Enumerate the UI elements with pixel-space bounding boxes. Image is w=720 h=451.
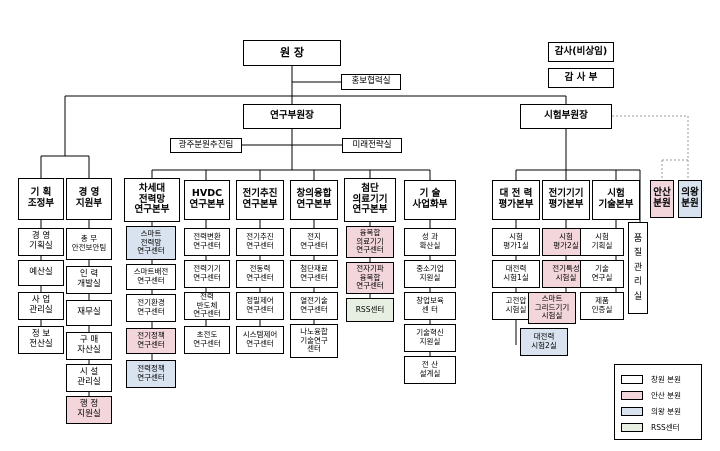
pr-office-box: 홍보협력실 bbox=[341, 74, 401, 90]
unit-management-5: 시 설 관리실 bbox=[66, 364, 112, 392]
legend-rss: RSS센터 bbox=[621, 421, 680, 433]
unit-next-gen-5: 전력정책 연구센터 bbox=[126, 360, 176, 388]
unit-planning-3: 사 업 관리실 bbox=[18, 292, 64, 320]
division-medical: 첨단 의료기기 연구본부 bbox=[344, 178, 396, 222]
division-management: 경 영 지원부 bbox=[66, 178, 112, 220]
president-box: 원 장 bbox=[243, 40, 341, 66]
unit-device-test-3: 스마트 그리드기기 시험실 bbox=[528, 292, 576, 324]
future-strategy-box: 미래전략실 bbox=[342, 138, 402, 153]
branch-ansan: 안산 분원 bbox=[650, 180, 674, 218]
unit-hvdc-3: 전력 반도체 연구센터 bbox=[184, 292, 230, 320]
legend-uiwang-label: 의왕 분원 bbox=[651, 406, 681, 416]
unit-medical-rss: RSS센터 bbox=[346, 298, 394, 322]
unit-tech-biz-5: 전 산 설계실 bbox=[404, 356, 456, 384]
branch-uiwang: 의왕 분원 bbox=[678, 180, 702, 218]
unit-convergence-1: 전지 연구센터 bbox=[290, 228, 338, 256]
division-tech-biz: 기 술 사업화부 bbox=[404, 180, 456, 220]
unit-hvdc-1: 전력변환 연구센터 bbox=[184, 228, 230, 256]
unit-next-gen-4: 전기정책 연구센터 bbox=[126, 328, 176, 354]
legend-ansan-label: 안산 분원 bbox=[651, 390, 681, 400]
unit-medical-2: 전자기파 융복합 연구센터 bbox=[346, 262, 394, 294]
unit-power-test-4: 대전력 시험2실 bbox=[520, 328, 568, 356]
legend-uiwang: 의왕 분원 bbox=[621, 405, 681, 417]
legend-ansan: 안산 분원 bbox=[621, 389, 681, 401]
unit-medical-1: 융복합 의료기기 연구센터 bbox=[346, 226, 394, 258]
legend-main: 창원 본원 bbox=[621, 373, 681, 385]
quality-office-box: 품 질 관 리 실 bbox=[628, 222, 648, 314]
unit-tech-biz-2: 중소기업 지원실 bbox=[404, 260, 456, 288]
unit-management-4: 구 매 자산실 bbox=[66, 332, 112, 360]
unit-planning-2: 예산실 bbox=[18, 260, 64, 286]
division-planning: 기 획 조정부 bbox=[18, 178, 64, 220]
unit-tech-biz-4: 기술혁신 지원실 bbox=[404, 324, 456, 352]
unit-hvdc-4: 초전도 연구센터 bbox=[184, 326, 230, 354]
unit-planning-4: 정 보 전산실 bbox=[18, 326, 64, 354]
division-next-gen: 차세대 전력망 연구본부 bbox=[124, 178, 180, 222]
auditor-box: 감사(비상임) bbox=[548, 42, 614, 62]
unit-test-tech-3: 제품 인증실 bbox=[580, 292, 624, 320]
unit-convergence-3: 열전기술 연구센터 bbox=[290, 292, 338, 320]
legend-main-swatch bbox=[621, 374, 643, 384]
division-device-test: 전기기기 평가본부 bbox=[542, 180, 590, 220]
audit-dept-box: 감 사 부 bbox=[548, 68, 614, 88]
vp-test-box: 시험부원장 bbox=[520, 104, 612, 129]
unit-management-6: 행 정 지원실 bbox=[66, 396, 112, 424]
unit-tech-biz-3: 창업보육 센 터 bbox=[404, 292, 456, 320]
division-power-test: 대 전 력 평가본부 bbox=[492, 180, 540, 220]
unit-tech-biz-1: 성 과 확산실 bbox=[404, 228, 456, 256]
gwangju-team-box: 광주분원추진팀 bbox=[170, 138, 242, 153]
division-convergence: 창의융합 연구본부 bbox=[290, 180, 338, 220]
unit-next-gen-1: 스마트 전력망 연구센터 bbox=[126, 226, 176, 260]
unit-planning-1: 경 영 기획실 bbox=[18, 228, 64, 256]
legend-rss-label: RSS센터 bbox=[651, 422, 680, 432]
legend: 창원 본원 안산 분원 의왕 분원 RSS센터 bbox=[614, 364, 702, 440]
unit-next-gen-3: 전기환경 연구센터 bbox=[126, 294, 176, 322]
unit-power-test-1: 시험 평가1실 bbox=[492, 228, 540, 256]
unit-test-tech-2: 기술 연구실 bbox=[580, 260, 624, 288]
legend-uiwang-swatch bbox=[621, 406, 643, 416]
unit-propulsion-2: 전동력 연구센터 bbox=[236, 260, 284, 288]
unit-power-test-2: 대전력 시험1실 bbox=[492, 260, 540, 288]
vp-research-box: 연구부원장 bbox=[243, 104, 341, 129]
unit-convergence-4: 나노융합 기술연구 센터 bbox=[290, 324, 338, 358]
unit-management-2: 인 력 개발실 bbox=[66, 266, 112, 294]
legend-ansan-swatch bbox=[621, 390, 643, 400]
unit-next-gen-2: 스마트배전 연구센터 bbox=[126, 264, 176, 290]
unit-hvdc-2: 전력기기 연구센터 bbox=[184, 260, 230, 288]
unit-management-3: 재무실 bbox=[66, 300, 112, 326]
unit-propulsion-4: 시스템제어 연구센터 bbox=[236, 326, 284, 354]
legend-main-label: 창원 본원 bbox=[651, 374, 681, 384]
division-test-tech: 시험 기술본부 bbox=[592, 180, 640, 220]
division-hvdc: HVDC 연구본부 bbox=[184, 180, 230, 220]
division-propulsion: 전기추진 연구본부 bbox=[236, 180, 284, 220]
unit-propulsion-3: 정밀제어 연구센터 bbox=[236, 292, 284, 320]
legend-rss-swatch bbox=[621, 422, 643, 432]
unit-propulsion-1: 전기추진 연구센터 bbox=[236, 228, 284, 256]
unit-convergence-2: 첨단재료 연구센터 bbox=[290, 260, 338, 288]
unit-test-tech-1: 시험 기획실 bbox=[580, 228, 624, 256]
unit-management-1: 총 무 안전보안팀 bbox=[66, 228, 112, 260]
